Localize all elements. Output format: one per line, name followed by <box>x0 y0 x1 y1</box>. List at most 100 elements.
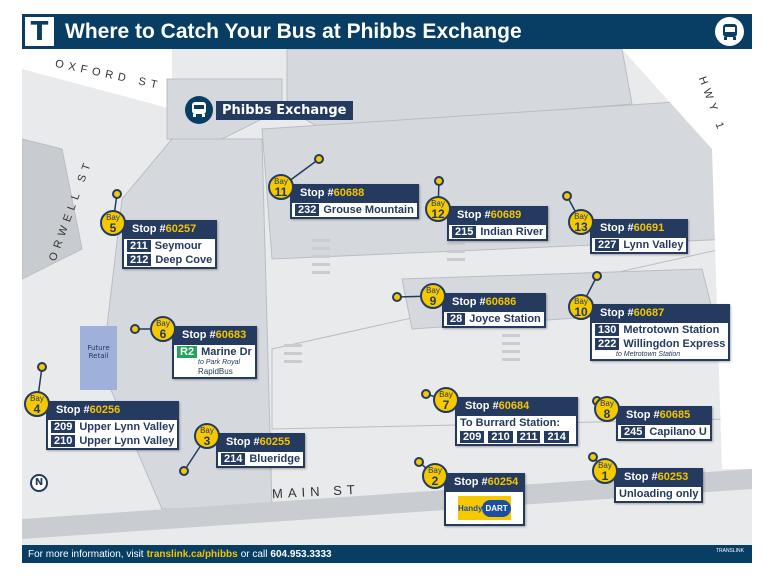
route-name: Indian River <box>480 226 544 238</box>
route-name: Joyce Station <box>469 313 541 325</box>
route-number: 245 <box>621 426 646 438</box>
stop-header: Stop #60256 <box>48 403 178 420</box>
page-title: Where to Catch Your Bus at Phibbs Exchan… <box>65 19 522 43</box>
footer-phone: 604.953.3333 <box>270 548 332 560</box>
stop-header: Stop #60687 <box>592 306 729 323</box>
translink-logo: T <box>22 14 57 49</box>
map: OXFORD ST ORWELL ST MAIN ST HWY 1 Future… <box>22 49 752 545</box>
route-number: 209 <box>51 421 76 433</box>
stop-marker-dot[interactable] <box>314 154 324 164</box>
route-number: 211 <box>127 240 151 252</box>
route-name: Upper Lynn Valley <box>79 421 175 433</box>
translink-footer-logo: TRANSLINK <box>715 548 744 554</box>
exchange-label: Phibbs Exchange <box>216 100 353 120</box>
route-number: 215 <box>452 226 477 238</box>
future-retail-label: Future Retail <box>87 344 110 360</box>
route-number: 227 <box>595 239 620 251</box>
stop-header: Stop #60683 <box>174 328 255 345</box>
route-note: to Metrotown Station <box>616 351 681 358</box>
route-number: 214 <box>544 431 569 443</box>
route-name: Upper Lynn Valley <box>79 435 175 447</box>
stop-header: Stop #60688 <box>292 186 417 203</box>
route-number: 212 <box>127 254 152 266</box>
stop-marker-dot[interactable] <box>588 452 598 462</box>
bus-icon <box>185 96 213 124</box>
stop-header: Stop #60684 <box>457 399 576 416</box>
route-name: Seymour <box>154 240 202 252</box>
route-number: 130 <box>595 324 620 336</box>
stop-text: Unloading only <box>619 488 699 500</box>
route-number: 222 <box>595 338 620 350</box>
stop-header: Stop #60689 <box>449 208 547 225</box>
bus-icon <box>715 17 744 46</box>
route-number: 28 <box>447 313 466 325</box>
stop-marker-dot[interactable] <box>112 189 122 199</box>
stop-marker-dot[interactable] <box>414 457 424 467</box>
route-name: Lynn Valley <box>623 239 684 251</box>
stop-marker-dot[interactable] <box>37 362 47 372</box>
stop-marker-dot[interactable] <box>421 389 431 399</box>
stop-header: Stop #60686 <box>444 295 544 312</box>
stop-header: Stop #60253 <box>616 470 702 487</box>
stop-marker-dot[interactable] <box>130 324 140 334</box>
stop-marker-dot[interactable] <box>592 271 602 281</box>
route-name: Deep Cove <box>155 254 213 266</box>
route-name: Blueridge <box>249 453 301 465</box>
stop-text: To Burrard Station: <box>460 417 561 429</box>
route-name: Grouse Mountain <box>323 204 414 216</box>
route-name: Metrotown Station <box>623 324 720 336</box>
route-number: 210 <box>488 431 513 443</box>
route-note: to Park Royal <box>198 359 241 366</box>
stop-marker-dot[interactable] <box>392 292 402 302</box>
route-number: 214 <box>221 453 246 465</box>
footer-link[interactable]: translink.ca/phibbs <box>146 548 238 560</box>
stop-marker-dot[interactable] <box>434 176 444 186</box>
route-number: 211 <box>516 431 541 443</box>
stop-header: Stop #60254 <box>446 475 523 492</box>
header: T Where to Catch Your Bus at Phibbs Exch… <box>22 14 752 49</box>
route-name: Marine Dr <box>201 346 252 358</box>
footer-text-mid: or call <box>240 548 268 560</box>
stop-header: Stop #60255 <box>218 435 304 452</box>
stop-marker-dot[interactable] <box>562 191 572 201</box>
route-number: 210 <box>51 435 76 447</box>
route-brand: RapidBus <box>198 367 233 376</box>
stop-marker-dot[interactable] <box>179 466 189 476</box>
